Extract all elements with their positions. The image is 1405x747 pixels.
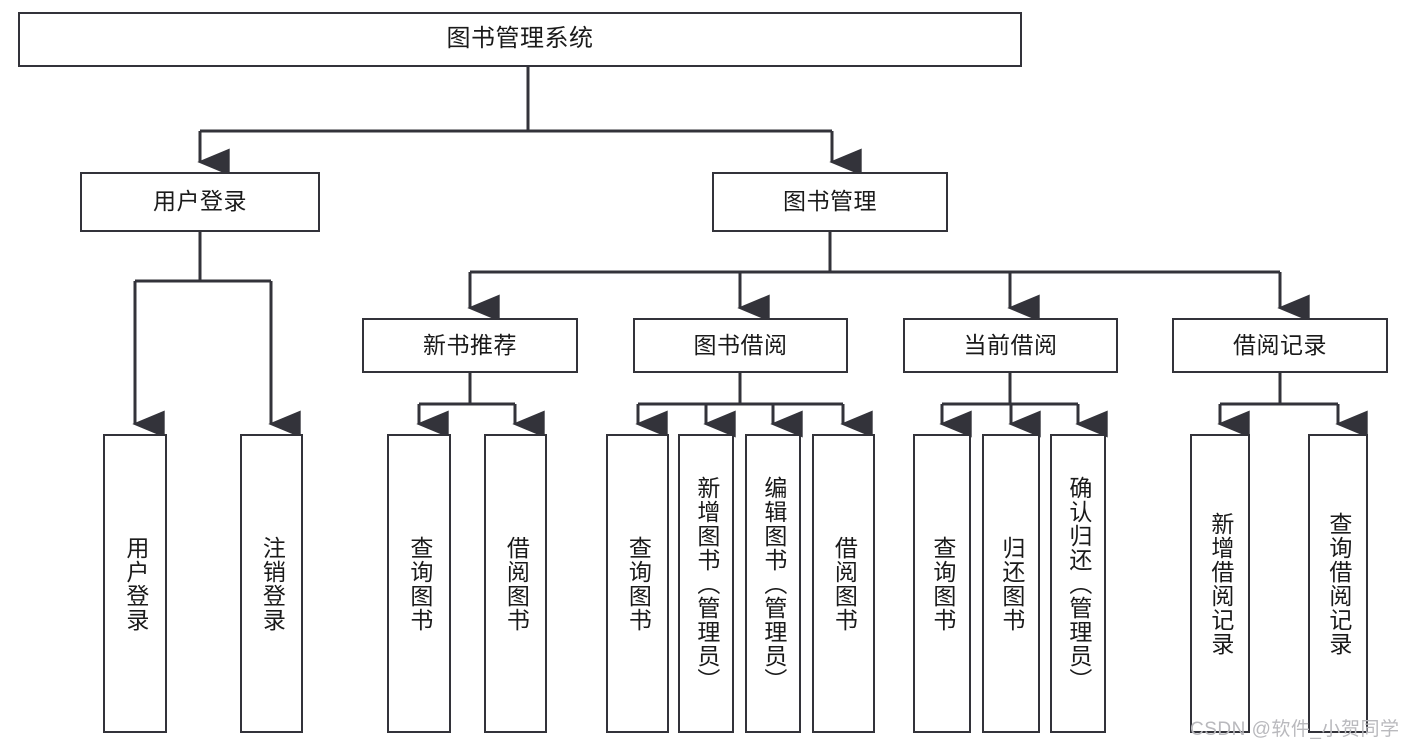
node-book-management[interactable]: 图书管理	[712, 172, 948, 232]
leaf-add-borrow-record-label: 新增借阅记录	[1207, 511, 1234, 656]
leaf-add-borrow-record[interactable]: 新增借阅记录	[1190, 434, 1250, 733]
watermark-text: CSDN @软件_小贺同学	[1190, 719, 1400, 740]
leaf-add-book-admin-label: 新增图书（管理员）	[693, 475, 720, 692]
node-new-book-recommend-label: 新书推荐	[423, 331, 517, 358]
node-borrow-record-label: 借阅记录	[1233, 331, 1327, 358]
leaf-user-logout[interactable]: 注销登录	[240, 434, 303, 733]
leaf-borrow-book-recommend[interactable]: 借阅图书	[484, 434, 547, 733]
leaf-query-book-current-label: 查询图书	[929, 535, 956, 632]
node-root-label: 图书管理系统	[446, 25, 594, 53]
leaf-query-borrow-record[interactable]: 查询借阅记录	[1308, 434, 1368, 733]
leaf-query-borrow-record-label: 查询借阅记录	[1325, 511, 1352, 656]
leaf-user-login[interactable]: 用户登录	[103, 434, 167, 733]
leaf-edit-book-admin[interactable]: 编辑图书（管理员）	[745, 434, 801, 733]
leaf-confirm-return-admin-label: 确认归还（管理员）	[1065, 475, 1092, 692]
leaf-query-book-current[interactable]: 查询图书	[913, 434, 971, 733]
leaf-user-logout-label: 注销登录	[259, 535, 286, 632]
node-root[interactable]: 图书管理系统	[18, 12, 1022, 67]
node-book-borrow[interactable]: 图书借阅	[633, 318, 848, 373]
leaf-query-book-borrow-label: 查询图书	[625, 535, 652, 632]
node-user-login[interactable]: 用户登录	[80, 172, 320, 232]
node-current-borrow-label: 当前借阅	[963, 331, 1058, 358]
leaf-query-book-recommend-label: 查询图书	[406, 535, 433, 632]
node-borrow-record[interactable]: 借阅记录	[1172, 318, 1388, 373]
leaf-confirm-return-admin[interactable]: 确认归还（管理员）	[1050, 434, 1106, 733]
leaf-query-book-recommend[interactable]: 查询图书	[387, 434, 451, 733]
leaf-return-book[interactable]: 归还图书	[982, 434, 1040, 733]
node-user-login-label: 用户登录	[153, 188, 247, 215]
leaf-borrow-book-label: 借阅图书	[831, 535, 858, 632]
leaf-edit-book-admin-label: 编辑图书（管理员）	[760, 475, 787, 692]
leaf-return-book-label: 归还图书	[998, 535, 1025, 632]
node-new-book-recommend[interactable]: 新书推荐	[362, 318, 578, 373]
node-current-borrow[interactable]: 当前借阅	[903, 318, 1118, 373]
node-book-borrow-label: 图书借阅	[693, 331, 788, 358]
leaf-borrow-book[interactable]: 借阅图书	[812, 434, 875, 733]
node-book-management-label: 图书管理	[783, 188, 877, 215]
leaf-user-login-label: 用户登录	[122, 535, 149, 632]
leaf-borrow-book-recommend-label: 借阅图书	[503, 535, 530, 632]
leaf-query-book-borrow[interactable]: 查询图书	[606, 434, 669, 733]
leaf-add-book-admin[interactable]: 新增图书（管理员）	[678, 434, 734, 733]
